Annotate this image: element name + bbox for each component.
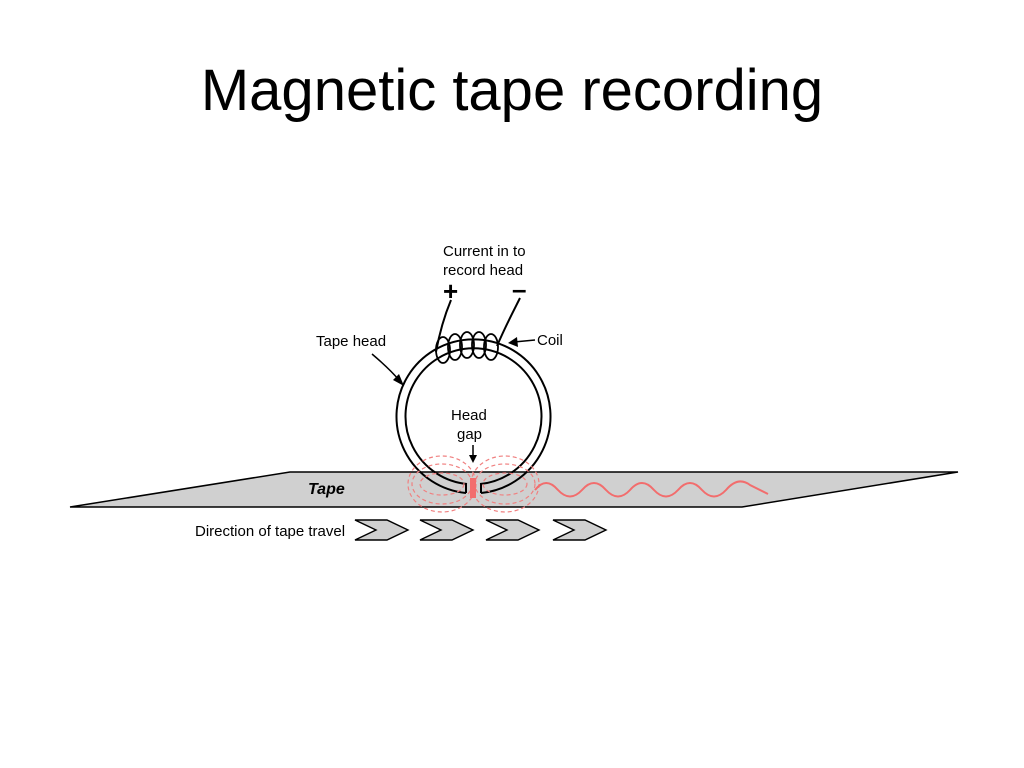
coil-lead-plus — [435, 299, 452, 353]
chevron-3 — [485, 519, 541, 541]
coil-label: Coil — [537, 332, 563, 349]
slide-title: Magnetic tape recording — [200, 58, 824, 123]
direction-label: Direction of tape travel — [195, 523, 345, 540]
recorded-signal-wave — [534, 480, 769, 498]
coil-lead-minus — [496, 297, 521, 347]
chevron-1 — [354, 519, 410, 541]
current-label-line1: Current in to — [443, 243, 526, 260]
tape-head-pointer — [371, 353, 404, 386]
chevron-2 — [419, 519, 475, 541]
head-gap-pointer — [469, 445, 477, 463]
tape-label: Tape — [308, 481, 345, 498]
gap-field-mark — [470, 478, 476, 498]
coil-pointer — [508, 337, 536, 347]
current-label-line2: record head — [443, 262, 523, 279]
head-gap-label-line1: Head — [451, 407, 487, 424]
coil-winding — [435, 331, 499, 364]
direction-chevrons — [354, 519, 608, 541]
head-gap-label-line2: gap — [457, 426, 482, 443]
plus-terminal: + — [443, 276, 458, 306]
chevron-4 — [552, 519, 608, 541]
tape-strip — [69, 471, 959, 508]
minus-terminal: – — [512, 274, 526, 304]
tape-head-label: Tape head — [316, 333, 386, 350]
